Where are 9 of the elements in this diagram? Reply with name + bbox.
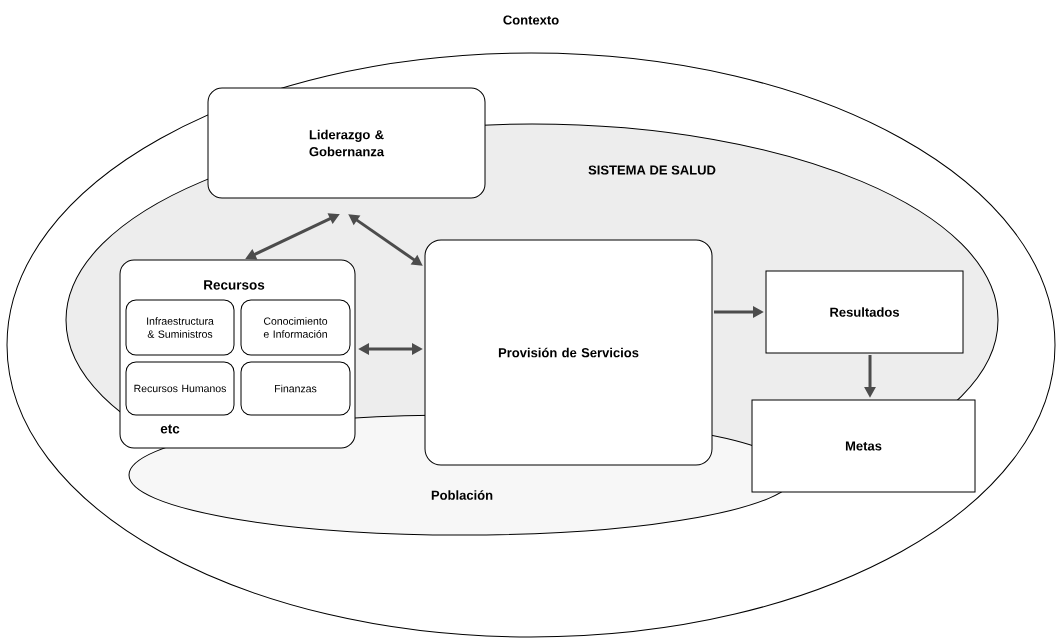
text-box: Metas xyxy=(751,399,976,493)
text-box: Liderazgo & Gobernanza xyxy=(207,87,486,199)
node-label: Contexto xyxy=(503,15,559,25)
sub-box: Recursos Humanos xyxy=(125,361,235,416)
sub-box: Infraestructura & Suministros xyxy=(125,299,235,356)
sub-box: Finanzas xyxy=(240,361,351,416)
sub-box: Conocimiento e Información xyxy=(240,299,351,356)
text-box: Provisión de Servicios xyxy=(424,239,713,466)
text-box: Resultados xyxy=(765,270,964,354)
